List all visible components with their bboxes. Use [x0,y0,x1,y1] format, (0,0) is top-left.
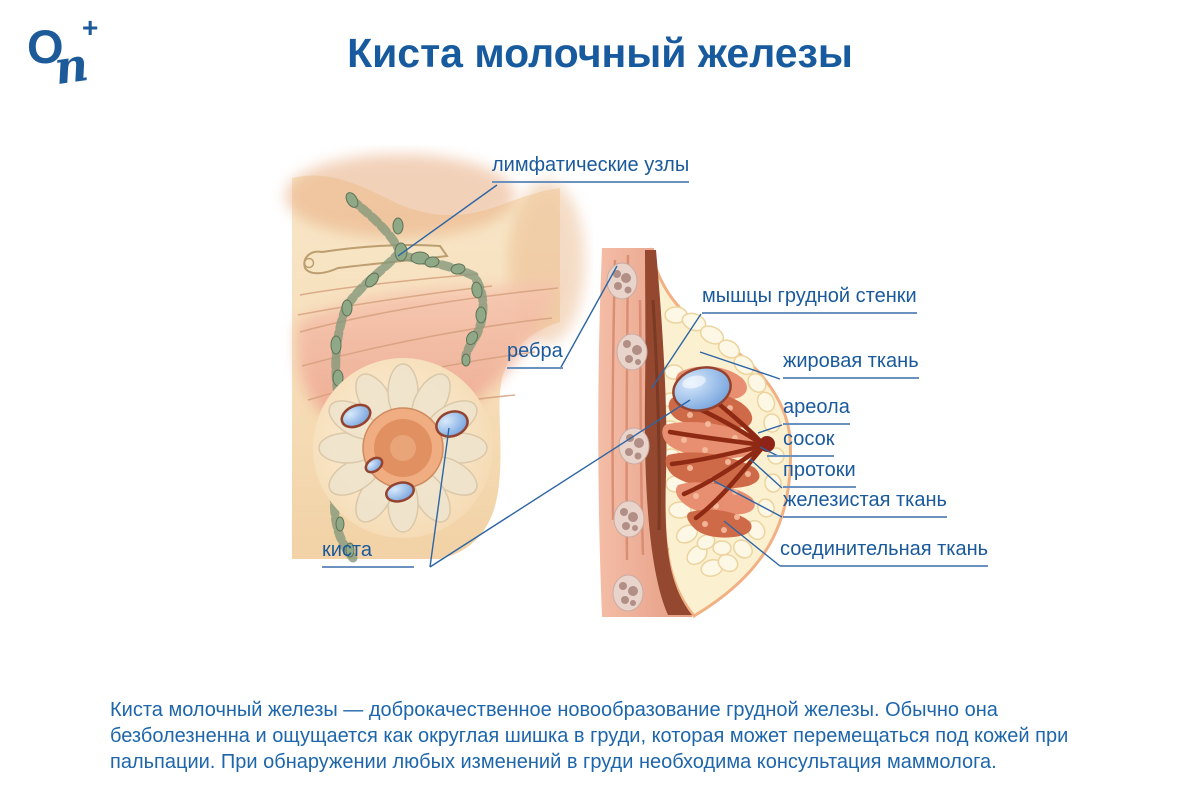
rib [613,500,645,538]
logo-plus-icon: + [82,12,98,43]
cyst-left-1 [340,403,372,429]
label-glandular-tissue: железистая ткань [783,489,947,518]
description-paragraph: Киста молочный железы — доброкачественно… [110,697,1068,775]
rib [616,333,648,371]
rib [612,574,644,612]
label-nipple: сосок [767,428,835,457]
rib-cross-sections [606,262,650,612]
description-line: безболезненна и ощущается как округлая ш… [110,725,1069,747]
cyst-left-2 [435,410,469,438]
cyst-left-4 [385,481,415,503]
label-connective-tissue: соединительная ткань [780,538,989,567]
clinic-logo: O n + [27,12,98,95]
cyst-highlight [682,375,706,389]
breast-front-view [313,358,493,538]
label-ribs: ребра [507,340,563,369]
frontal-breast-illustration [285,154,585,563]
logo-letter-o: O [27,20,64,73]
rib [606,262,638,300]
cyst-left-3 [364,456,384,474]
label-cyst: киста [322,539,414,568]
sagittal-breast-illustration [598,247,793,618]
deep-muscle-streak [651,299,661,531]
shoulder-shading [285,154,515,238]
fat-lobules [660,306,785,577]
rib [618,427,650,465]
label-chest-muscles: мышцы грудной стенки [702,285,917,314]
label-fat-tissue: жировая ткань [783,350,919,379]
leader-lines [397,184,783,568]
nipple-front [390,435,416,461]
label-ducts: протоки [783,459,856,488]
page-title: Киста молочный железы [347,30,853,76]
logo-letter-n: n [51,37,92,95]
label-areola: ареола [783,396,850,425]
label-lymph-nodes: лимфатические узлы [492,154,690,183]
description-line: пальпации. При обнаружении любых изменен… [110,751,997,773]
description-line: Киста молочный железы — доброкачественно… [110,699,998,721]
